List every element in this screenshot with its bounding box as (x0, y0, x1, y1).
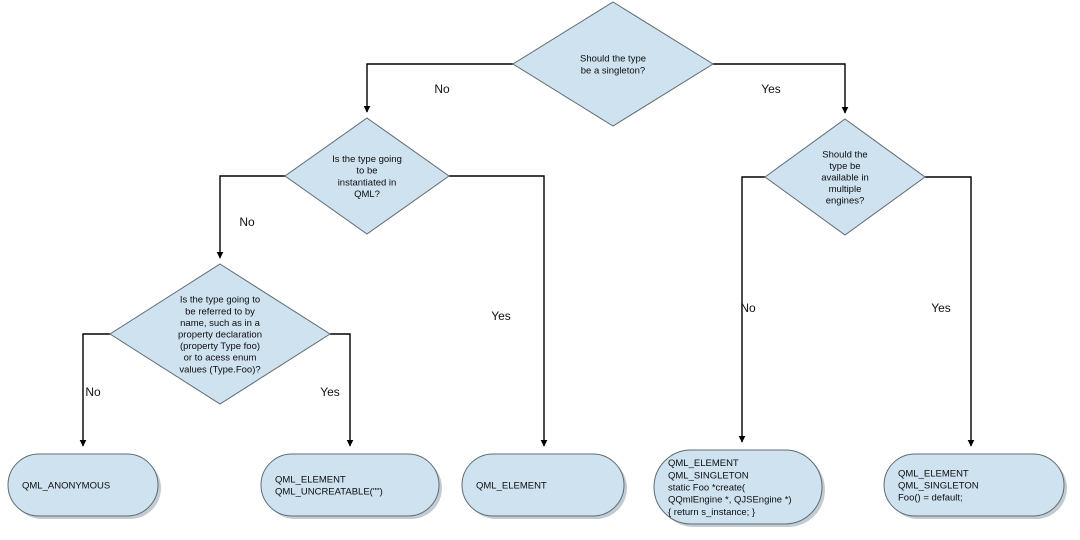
terminal-shape (883, 453, 1065, 517)
node-text-line: QML_SINGLETON (898, 481, 979, 492)
node-text-line: Should the type (580, 54, 646, 65)
terminal-shape (7, 453, 159, 517)
node-text-line: available in (821, 173, 869, 184)
node-text-line: be a singleton? (581, 65, 645, 76)
node-text-line: Is the type going to (180, 295, 260, 306)
decision-shape (764, 118, 926, 236)
edge-label-e6: Yes (320, 385, 340, 399)
flow-edge-d2-to-t3 (449, 175, 548, 447)
flow-edge-d1-to-d2 (363, 63, 513, 113)
terminal-shape (653, 449, 823, 525)
node-text-line: instantiated in (338, 177, 397, 188)
node-text-line: multiple (829, 184, 862, 195)
node-text-line: Should the (822, 149, 867, 160)
flow-edge-d4-to-t4 (738, 176, 765, 443)
edge-label-e3: No (239, 215, 255, 229)
edge-label-e4: Yes (491, 309, 511, 323)
node-text-line: Is the type going (332, 154, 402, 165)
node-text-line: Foo() = default; (898, 493, 963, 504)
node-text-line: property declaration (178, 330, 262, 341)
node-text-line: QML_UNCREATABLE("") (275, 487, 383, 498)
edge-label-e8: Yes (931, 301, 951, 315)
terminal-shape (461, 453, 625, 517)
node-text-line: (property Type foo) (180, 341, 260, 352)
node-text-line: to be (356, 166, 377, 177)
node-text-line: QML_ANONYMOUS (22, 481, 110, 492)
edge-label-e5: No (85, 385, 101, 399)
flow-edge-d2-to-d3 (216, 175, 285, 259)
node-text-line: name, such as in a (180, 318, 260, 329)
flow-node-t2[interactable]: QML_ELEMENT QML_UNCREATABLE("") (260, 453, 442, 519)
flow-node-t3[interactable]: QML_ELEMENT (461, 453, 627, 519)
node-text-line: engines? (826, 196, 865, 207)
flow-node-t1[interactable]: QML_ANONYMOUS (7, 453, 161, 519)
flow-edge-d3-to-t2 (330, 333, 354, 447)
flow-edge-d1-to-d4 (713, 63, 849, 114)
node-text-line: values (Type.Foo)? (179, 364, 260, 375)
node-text-line: QQmlEngine *, QJSEngine *) (668, 495, 792, 506)
node-text-line: QML_ELEMENT (898, 468, 969, 479)
flow-edge-d4-to-t5 (925, 176, 975, 447)
node-text-line: QML_ELEMENT (668, 458, 739, 469)
decision-shape (284, 117, 450, 235)
node-text-line: or to acess enum (184, 353, 257, 364)
node-text-line: be referred to by (185, 306, 255, 317)
edge-label-e1: No (434, 82, 450, 96)
decision-shape (512, 1, 714, 127)
terminal-shape (260, 453, 440, 517)
node-text-line: QML_ELEMENT (476, 481, 547, 492)
node-text-line: static Foo *create( (668, 483, 746, 494)
node-text-line: QML? (354, 189, 380, 200)
node-text-line: { return s_instance; } (668, 507, 755, 518)
node-text-line: type be (829, 161, 860, 172)
edge-label-e2: Yes (761, 82, 781, 96)
edge-label-e7: No (740, 301, 756, 315)
node-text-line: QML_ELEMENT (275, 474, 346, 485)
flow-edge-d3-to-t1 (79, 333, 110, 447)
edges-layer (79, 63, 975, 447)
node-text-line: QML_SINGLETON (668, 470, 749, 481)
decision-shape (109, 263, 331, 405)
